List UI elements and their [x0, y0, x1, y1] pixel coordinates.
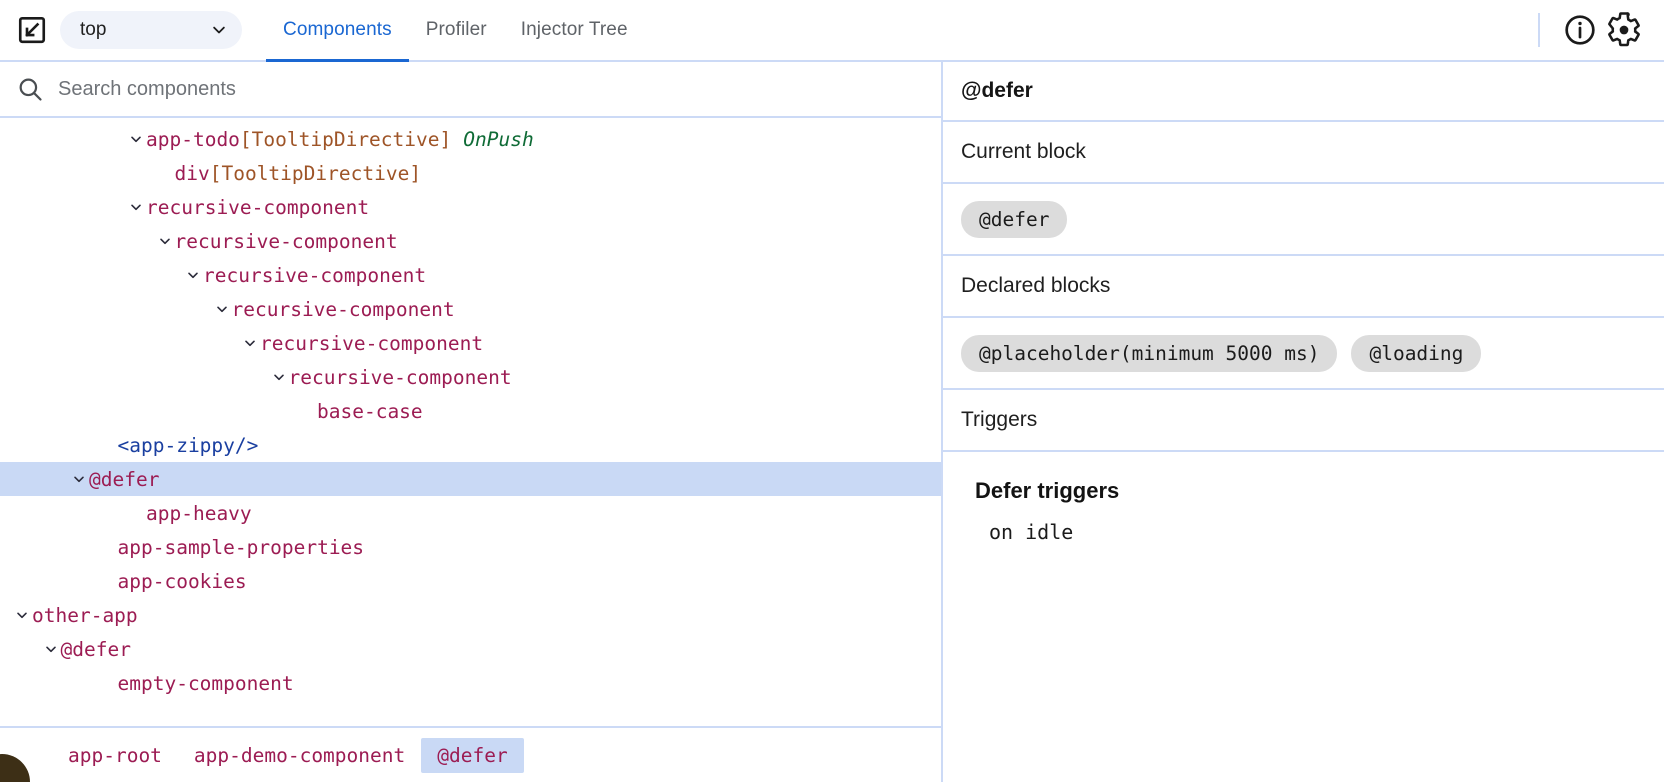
search-input[interactable]: [58, 77, 941, 101]
tree-row[interactable]: @defer: [0, 462, 941, 496]
tree-node-name: <app-zippy/>: [117, 433, 259, 457]
tree-row[interactable]: other-app: [0, 598, 941, 632]
chevron-down-icon[interactable]: [43, 641, 61, 657]
component-tree-pane: app-todo[TooltipDirective]OnPushdiv[Tool…: [0, 62, 943, 782]
chevron-down-icon[interactable]: [128, 131, 146, 147]
info-circle-icon[interactable]: [1558, 8, 1602, 52]
block-chip: @loading: [1351, 334, 1482, 372]
chevron-down-icon[interactable]: [242, 335, 260, 351]
tree-node-name: recursive-component: [174, 229, 398, 253]
tree-node-name: recursive-component: [203, 263, 427, 287]
tree-node-directive: [TooltipDirective]: [209, 161, 422, 185]
tree-row[interactable]: app-heavy: [0, 496, 941, 530]
tree-node-name: @defer: [60, 637, 131, 661]
defer-trigger-item: on idle: [989, 520, 1074, 544]
tree-node-name: recursive-component: [288, 365, 512, 389]
search-bar: [0, 62, 941, 118]
search-icon: [16, 75, 58, 103]
window-corner-decoration: [0, 754, 30, 782]
toolbar-divider: [1538, 13, 1540, 47]
tree-row[interactable]: recursive-component: [0, 224, 941, 258]
tree-node-name: app-todo: [146, 127, 240, 151]
tree-node-directive: [TooltipDirective]: [239, 127, 452, 151]
tab-injector-tree[interactable]: Injector Tree: [520, 19, 628, 40]
gear-icon[interactable]: [1602, 8, 1646, 52]
tab-profiler[interactable]: Profiler: [425, 19, 487, 40]
tree-node-name: div: [174, 161, 210, 185]
chevron-down-icon[interactable]: [214, 301, 232, 317]
frame-select[interactable]: top: [60, 11, 242, 49]
tree-row[interactable]: <app-zippy/>: [0, 428, 941, 462]
breadcrumb: app-root app-demo-component @defer: [0, 726, 941, 782]
breadcrumb-item-defer[interactable]: @defer: [421, 737, 524, 773]
tree-row[interactable]: app-cookies: [0, 564, 941, 598]
breadcrumb-item-app-demo-component[interactable]: app-demo-component: [193, 743, 406, 767]
tree-node-name: empty-component: [117, 671, 294, 695]
block-chip: @defer: [961, 200, 1068, 238]
tree-node-name: recursive-component: [231, 297, 455, 321]
tree-node-name: recursive-component: [260, 331, 484, 355]
tree-row[interactable]: app-sample-properties: [0, 530, 941, 564]
tree-node-name: recursive-component: [146, 195, 370, 219]
inspect-element-icon[interactable]: [14, 12, 50, 48]
main-tabs: Components Profiler Injector Tree: [266, 0, 645, 63]
tree-row[interactable]: recursive-component: [0, 326, 941, 360]
breadcrumb-item-app-root[interactable]: app-root: [68, 743, 162, 767]
details-title: @defer: [943, 62, 1664, 122]
triggers-header: Triggers: [943, 390, 1664, 452]
tree-node-name: base-case: [317, 399, 423, 423]
tree-row[interactable]: recursive-component: [0, 360, 941, 394]
tab-components[interactable]: Components: [266, 0, 409, 63]
defer-triggers-area: Defer triggers on idle: [943, 452, 1664, 782]
tree-node-name: app-heavy: [146, 501, 252, 525]
current-block-chips: @defer: [943, 184, 1664, 256]
chevron-down-icon[interactable]: [185, 267, 203, 283]
block-chip: @placeholder(minimum 5000 ms): [961, 334, 1338, 372]
chevron-down-icon[interactable]: [157, 233, 175, 249]
tree-row[interactable]: base-case: [0, 394, 941, 428]
tree-node-name: app-sample-properties: [117, 535, 365, 559]
tree-row[interactable]: @defer: [0, 632, 941, 666]
tree-row[interactable]: empty-component: [0, 666, 941, 700]
tree-row[interactable]: recursive-component: [0, 258, 941, 292]
declared-blocks-chips: @placeholder(minimum 5000 ms) @loading: [943, 318, 1664, 390]
tree-node-onpush-badge: OnPush: [463, 127, 534, 151]
tree-row[interactable]: recursive-component: [0, 292, 941, 326]
tree-node-name: @defer: [89, 467, 160, 491]
current-block-header: Current block: [943, 122, 1664, 184]
frame-select-value: top: [80, 19, 107, 40]
tree-row[interactable]: recursive-component: [0, 190, 941, 224]
chevron-down-icon[interactable]: [271, 369, 289, 385]
chevron-down-icon[interactable]: [71, 471, 89, 487]
chevron-down-icon: [210, 21, 228, 39]
top-toolbar: top Components Profiler Injector Tree: [0, 0, 1664, 63]
chevron-down-icon[interactable]: [128, 199, 146, 215]
main-body: app-todo[TooltipDirective]OnPushdiv[Tool…: [0, 62, 1664, 782]
defer-triggers-heading: Defer triggers: [975, 478, 1120, 503]
details-pane: @defer Current block @defer Declared blo…: [943, 62, 1664, 782]
declared-blocks-header: Declared blocks: [943, 256, 1664, 318]
tree-row[interactable]: app-todo[TooltipDirective] OnPush: [0, 122, 941, 156]
tree-node-name: app-cookies: [117, 569, 247, 593]
toolbar-right-actions: [1538, 0, 1664, 60]
tree-row[interactable]: div[TooltipDirective]: [0, 156, 941, 190]
chevron-down-icon[interactable]: [14, 607, 32, 623]
tree-node-name: other-app: [32, 603, 138, 627]
